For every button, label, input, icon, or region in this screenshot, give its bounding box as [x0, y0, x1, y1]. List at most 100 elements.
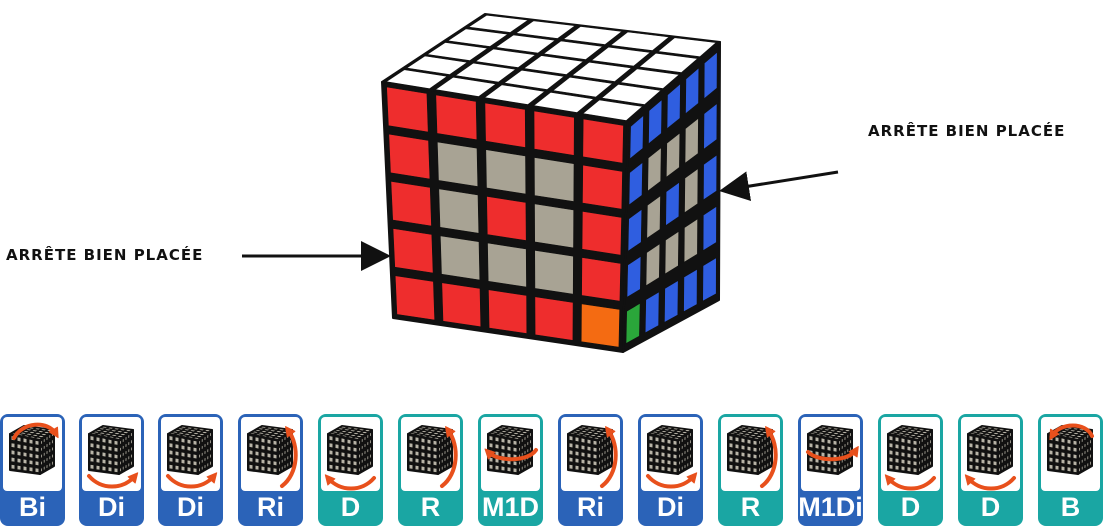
mini-right-sticker	[1084, 450, 1085, 454]
mini-right-sticker	[610, 447, 611, 451]
mini-right-sticker	[1090, 454, 1091, 459]
mini-front-sticker	[273, 468, 277, 473]
mini-front-sticker	[895, 437, 899, 442]
mini-right-sticker	[1084, 436, 1085, 440]
mini-right-sticker	[46, 457, 47, 461]
mini-front-sticker	[987, 446, 991, 451]
mini-right-sticker	[359, 454, 360, 458]
mini-front-sticker	[329, 443, 333, 448]
move-label: Di	[158, 492, 223, 522]
mini-right-sticker	[999, 440, 1000, 444]
mini-front-sticker	[1061, 459, 1065, 464]
mini-right-sticker	[690, 461, 691, 465]
mini-right-sticker	[207, 463, 208, 467]
mini-right-sticker	[682, 459, 683, 463]
mini-front-sticker	[889, 443, 893, 448]
mini-cube-icon	[328, 426, 372, 474]
mini-front-sticker	[569, 464, 573, 469]
mini-front-sticker	[102, 459, 106, 464]
mini-right-sticker	[450, 440, 451, 445]
mini-right-sticker	[207, 456, 208, 460]
mini-right-sticker	[207, 449, 208, 453]
mini-right-sticker	[210, 461, 211, 465]
mini-right-sticker	[682, 445, 683, 449]
mini-front-sticker	[993, 468, 997, 473]
mini-right-sticker	[602, 459, 603, 463]
mini-front-sticker	[833, 461, 837, 466]
mini-front-sticker	[753, 461, 757, 466]
mini-front-sticker	[347, 453, 351, 458]
mini-right-sticker	[599, 461, 600, 465]
mini-front-sticker	[96, 458, 100, 463]
mini-right-sticker	[207, 434, 208, 439]
mini-front-sticker	[975, 444, 979, 449]
mini-front-sticker	[753, 468, 757, 473]
mini-right-sticker	[527, 434, 528, 439]
mini-right-sticker	[359, 461, 360, 465]
mini-front-sticker	[747, 439, 751, 444]
mini-right-sticker	[930, 432, 931, 437]
mini-right-sticker	[1010, 432, 1011, 437]
mini-right-sticker	[120, 454, 121, 458]
mini-right-sticker	[210, 440, 211, 445]
mini-front-sticker	[90, 457, 94, 462]
mini-top-sticker	[655, 430, 661, 432]
mini-front-sticker	[975, 465, 979, 470]
mini-right-sticker	[759, 468, 760, 472]
mini-right-sticker	[522, 452, 523, 456]
mini-right-sticker	[759, 440, 760, 444]
mini-right-sticker	[527, 463, 528, 467]
mini-front-sticker	[347, 439, 351, 444]
mini-front-sticker	[729, 464, 733, 469]
cube-front-sticker	[387, 87, 429, 132]
mini-front-sticker	[108, 446, 112, 451]
mini-right-sticker	[604, 457, 605, 461]
mini-right-sticker	[762, 452, 763, 456]
mini-right-sticker	[1002, 452, 1003, 456]
cube-front-sticker	[437, 142, 478, 187]
mini-front-sticker	[341, 459, 345, 464]
mini-front-sticker	[341, 466, 345, 471]
mini-front-sticker	[35, 454, 39, 459]
mini-front-sticker	[907, 439, 911, 444]
mini-front-sticker	[501, 466, 505, 471]
mini-front-sticker	[889, 450, 893, 455]
mini-right-sticker	[123, 459, 124, 463]
mini-front-sticker	[667, 446, 671, 451]
mini-front-sticker	[17, 451, 21, 456]
mini-right-sticker	[290, 461, 291, 465]
mini-front-sticker	[649, 464, 653, 469]
mini-front-sticker	[341, 438, 345, 443]
mini-right-sticker	[282, 466, 283, 470]
mini-front-sticker	[587, 453, 591, 458]
cube-front-sticker	[485, 103, 526, 148]
mini-front-sticker	[729, 436, 733, 441]
mini-right-sticker	[202, 445, 203, 449]
cube-front-sticker	[393, 229, 433, 274]
mini-right-sticker	[842, 438, 843, 443]
mini-front-sticker	[347, 460, 351, 465]
mini-front-sticker	[169, 436, 173, 441]
mini-right-sticker	[447, 449, 448, 453]
move-label: B	[1038, 492, 1103, 522]
move-label: Di	[79, 492, 144, 522]
mini-front-sticker	[421, 445, 425, 450]
mini-front-sticker	[581, 445, 585, 450]
mini-front-sticker	[261, 438, 265, 443]
mini-right-sticker	[131, 454, 132, 459]
mini-front-sticker	[255, 458, 259, 463]
mini-right-sticker	[204, 464, 205, 468]
mini-front-sticker	[341, 445, 345, 450]
mini-right-sticker	[131, 461, 132, 465]
mini-front-sticker	[102, 466, 106, 471]
mini-right-sticker	[919, 447, 920, 451]
mini-right-sticker	[604, 464, 605, 468]
mini-front-sticker	[495, 444, 499, 449]
mini-right-sticker	[519, 447, 520, 451]
mini-right-sticker	[524, 464, 525, 468]
mini-front-sticker	[993, 440, 997, 445]
mini-right-sticker	[202, 459, 203, 463]
mini-front-sticker	[993, 454, 997, 459]
move-card: Ri	[238, 414, 303, 526]
mini-front-sticker	[815, 465, 819, 470]
